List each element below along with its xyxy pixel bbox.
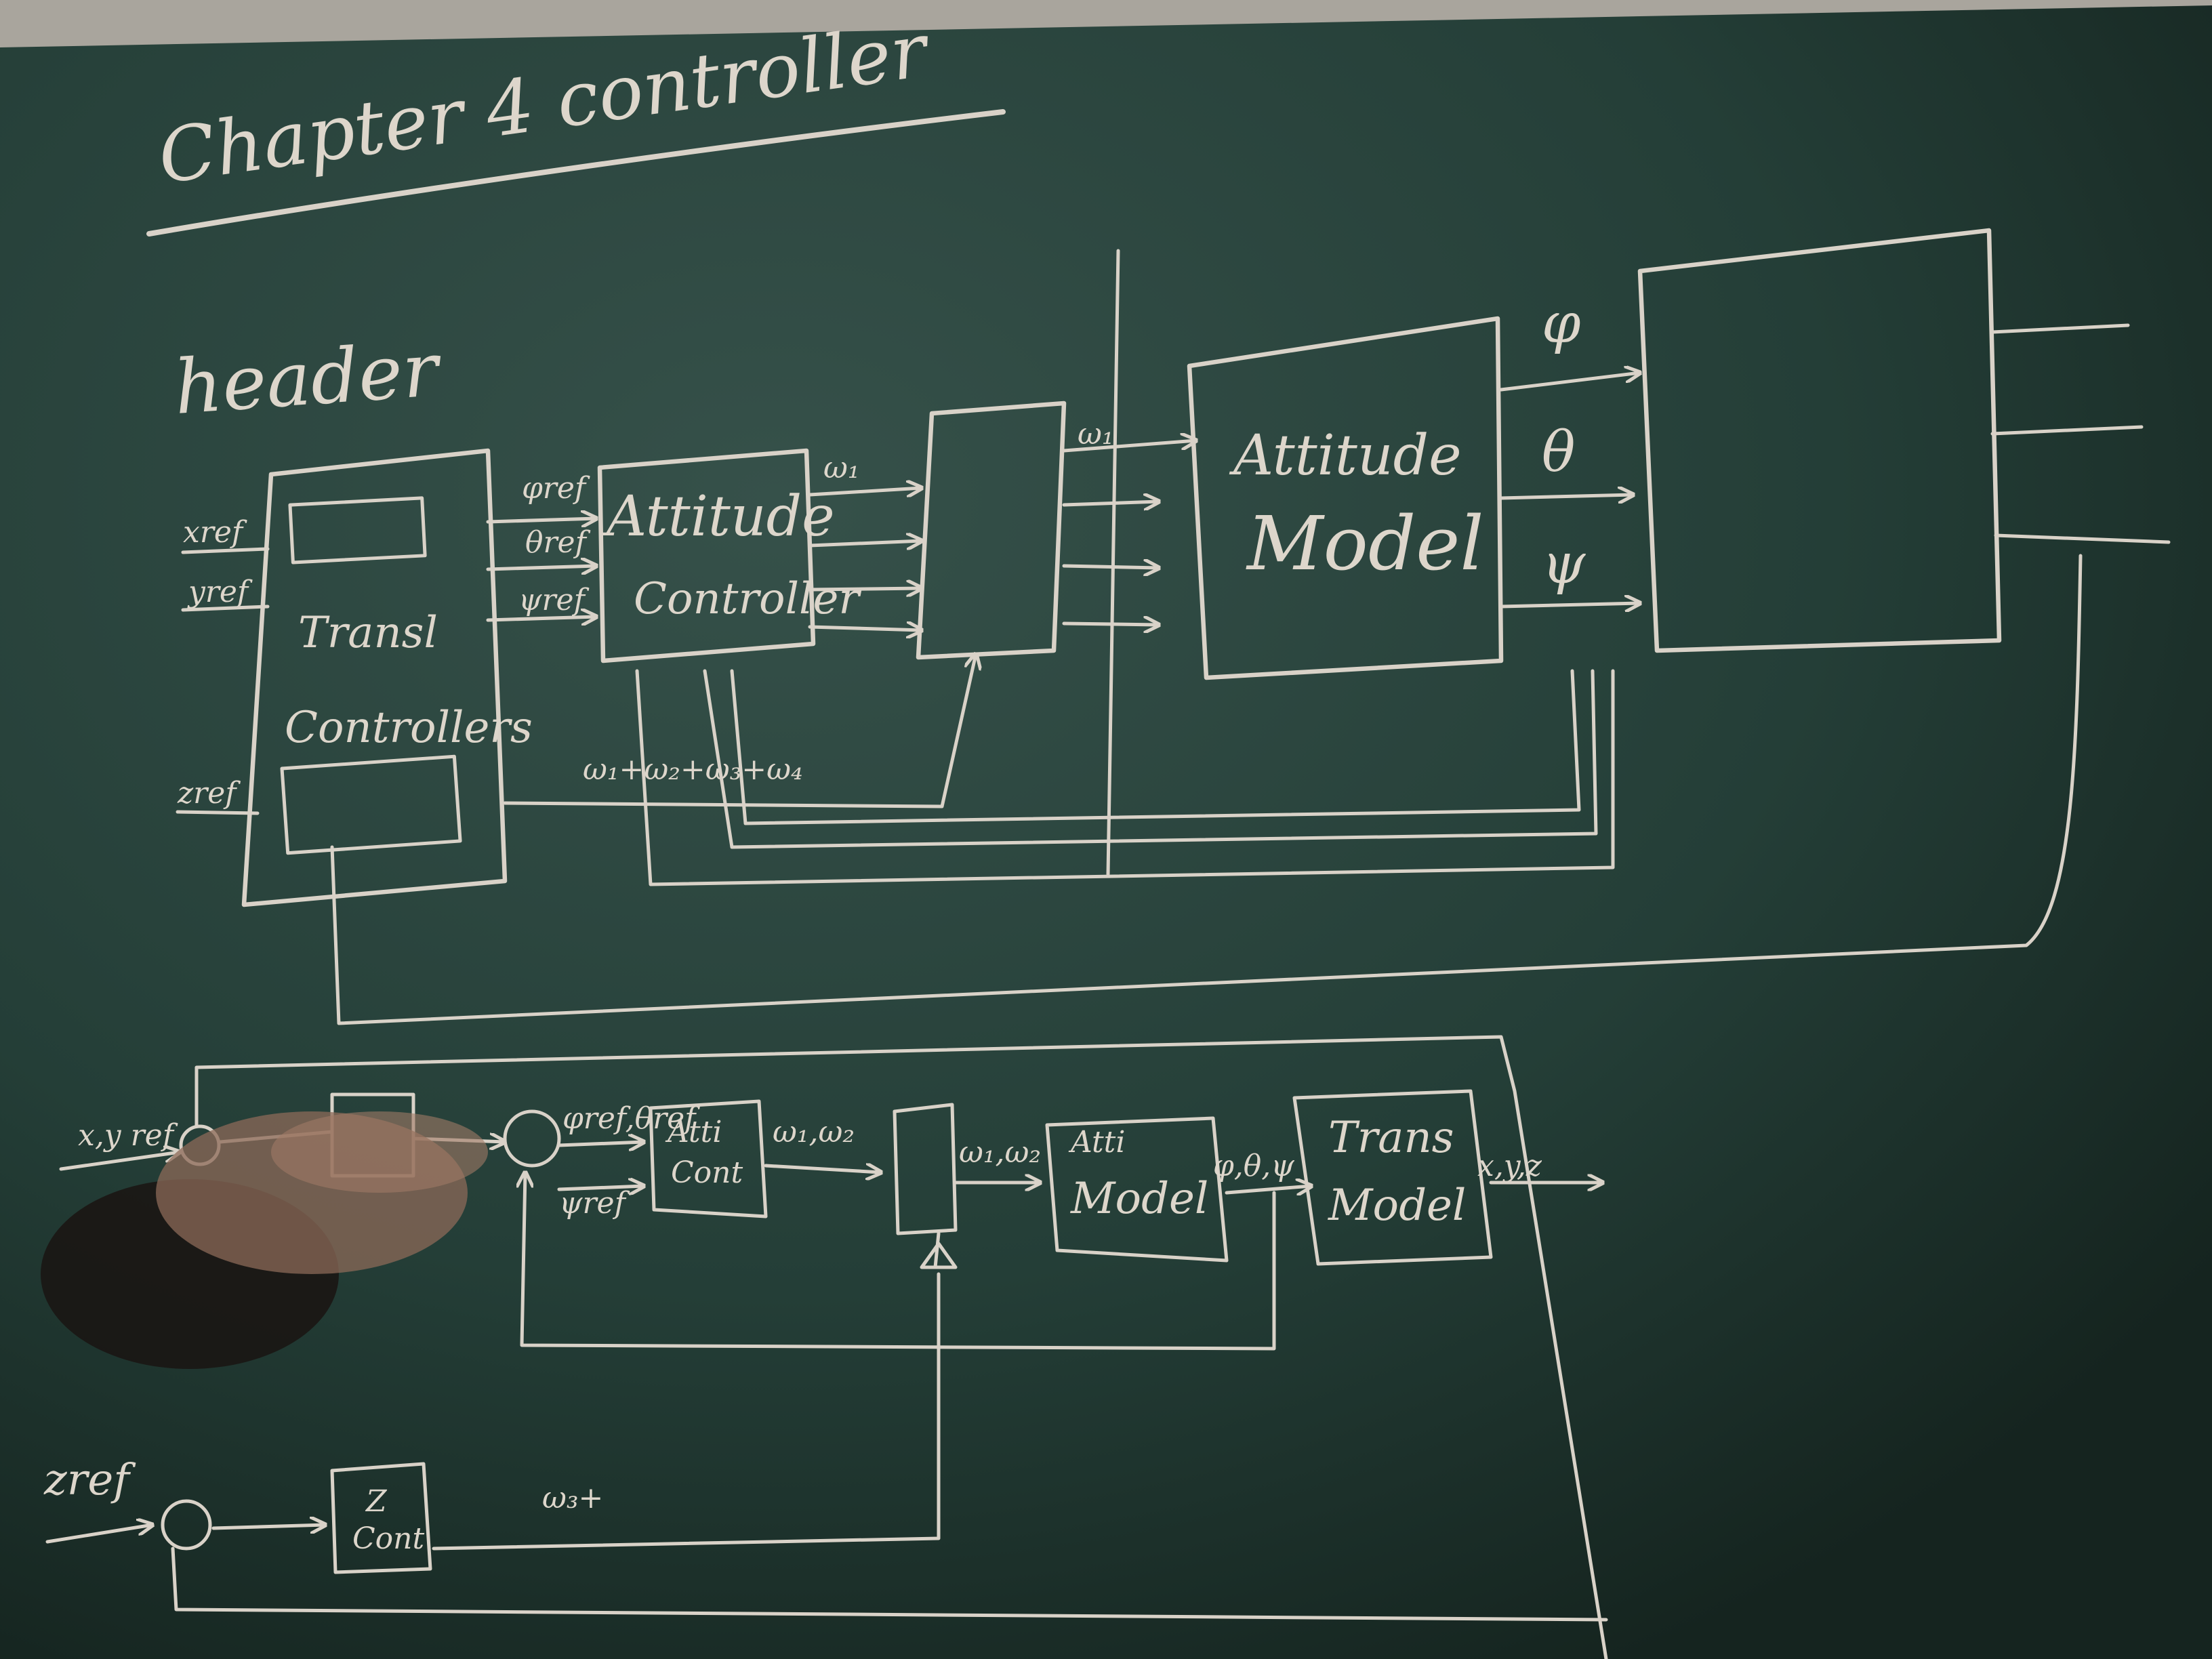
trans-model-label-2: Model [1328,1181,1466,1231]
z-to-mixer-line [432,1272,941,1551]
att-inner-feedback [522,1172,1276,1351]
z-cont-label-1: Z [365,1484,388,1519]
mixer-box [916,401,1067,660]
trans-model-box [1637,228,2002,653]
omega-sum-label: ω₁+ω₂+ω₃+ω₄ [583,752,803,787]
lower-psi-ref: ψref [559,1186,630,1221]
atti-cont-label-1: Atti [665,1115,722,1149]
z-cont-label-2: Cont [352,1521,424,1556]
theta-ref-arrow [486,566,596,569]
blurred-hand [41,1111,488,1369]
angles-label: φ,θ,ψ [1213,1149,1294,1183]
atti-cont-label-2: Cont [671,1155,743,1190]
omega-arrow-4 [808,627,922,630]
wall-edge [0,0,2212,47]
transl-inner-box-1 [288,496,427,565]
trans-out-line-2 [1990,425,2144,436]
yref-line [181,605,270,612]
omega-pair-label-2: ω₁,ω₂ [959,1135,1041,1170]
trans-out-line-3 [1994,533,2171,544]
attitude-controller-label-1: Attitude [602,485,835,549]
transl-label-1: Transl [298,608,438,658]
upper-diagram: Transl Controllers xref yref zref φref θ… [176,228,2171,1025]
xref-label: xref [183,515,247,550]
psi-out-label: ψ [1542,532,1586,596]
model-input-arrow-4 [1062,623,1159,625]
trans-model-label-1: Trans [1328,1113,1454,1163]
section-label: header [171,326,445,431]
psi-ref-arrow [486,617,596,620]
psi-out-arrow [1499,603,1640,607]
attitude-model-label-1: Attitude [1229,424,1462,488]
phi-ref-label: φref [522,471,590,506]
zref-label: zref [177,776,241,811]
att-sum-junction [503,1109,561,1168]
omega-pair-label: ω₁,ω₂ [773,1115,855,1149]
zref-line [176,810,260,815]
omega-sum-arrow [503,654,976,808]
lower-outer-feedback [194,1035,1608,1659]
trans-model-lower-box [1292,1089,1493,1266]
title-underline [146,109,1006,237]
omega-arrow-3 [808,588,922,590]
atti-model-label-1: Atti [1068,1125,1125,1160]
angles-arrow [1225,1186,1311,1193]
lower-mixer-box [893,1103,958,1235]
theta-ref-label: θref [525,525,591,560]
transl-controllers-box [241,448,508,907]
model-input-arrow-2 [1062,501,1159,505]
z-sum-junction [161,1499,212,1551]
z-cont-box [330,1462,432,1574]
theta-out-label: θ [1542,420,1575,485]
feedback-outer [330,554,2083,1025]
omega-z-label: ω₃+ [542,1481,603,1515]
transl-label-2: Controllers [285,703,533,753]
theta-out-arrow [1499,495,1633,498]
xref-line [181,547,270,554]
omega-pair-arrow [764,1166,881,1172]
omega-arrow-1 [808,488,922,495]
model-input-arrow-1 [1062,441,1196,453]
attitude-model-label-2: Model [1246,500,1484,587]
atti-model-label-2: Model [1070,1174,1208,1224]
omega-label: ω₁ [823,451,860,485]
attitude-controller-label-2: Controller [634,574,861,624]
feedback-mid-1 [635,669,1615,886]
refs-top-arrow [557,1142,644,1145]
lower-diagram: x,y ref φref,θref ψref Atti Cont ω₁,ω₂ ω… [43,1035,1608,1659]
model-input-arrow-3 [1062,566,1159,568]
feedback-mid-3 [730,669,1581,825]
psi-ref-label: ψref [518,583,590,617]
omega-arrow-2 [808,541,922,546]
yref-label: yref [187,575,253,609]
trans-out-line-1 [1990,323,2130,334]
psi-ref-arrow-lower [557,1186,644,1189]
phi-out-label: φ [1542,291,1581,356]
xy-ref-arrow [59,1152,180,1171]
feedback-mid-2 [703,669,1598,849]
phi-out-arrow [1499,373,1640,392]
xy-ref-label: x,y ref [78,1118,178,1153]
lower-zref-label: zref [43,1455,136,1505]
divider-line [1106,249,1120,876]
atti-cont-box [649,1099,768,1218]
z-to-cont-arrow [211,1525,325,1528]
attitude-model-box [1187,316,1504,680]
z-feedback [171,1547,1608,1622]
mixer-up-arrow [920,1231,958,1269]
atti-model-box [1045,1116,1229,1263]
phi-ref-arrow [486,518,596,522]
attitude-controller-box [597,448,816,663]
zref-arrow [45,1525,152,1544]
xyz-out-label: x,y,z [1477,1149,1542,1183]
omega-label-2: ω₁ [1078,417,1114,451]
transl-inner-box-2 [280,754,462,855]
